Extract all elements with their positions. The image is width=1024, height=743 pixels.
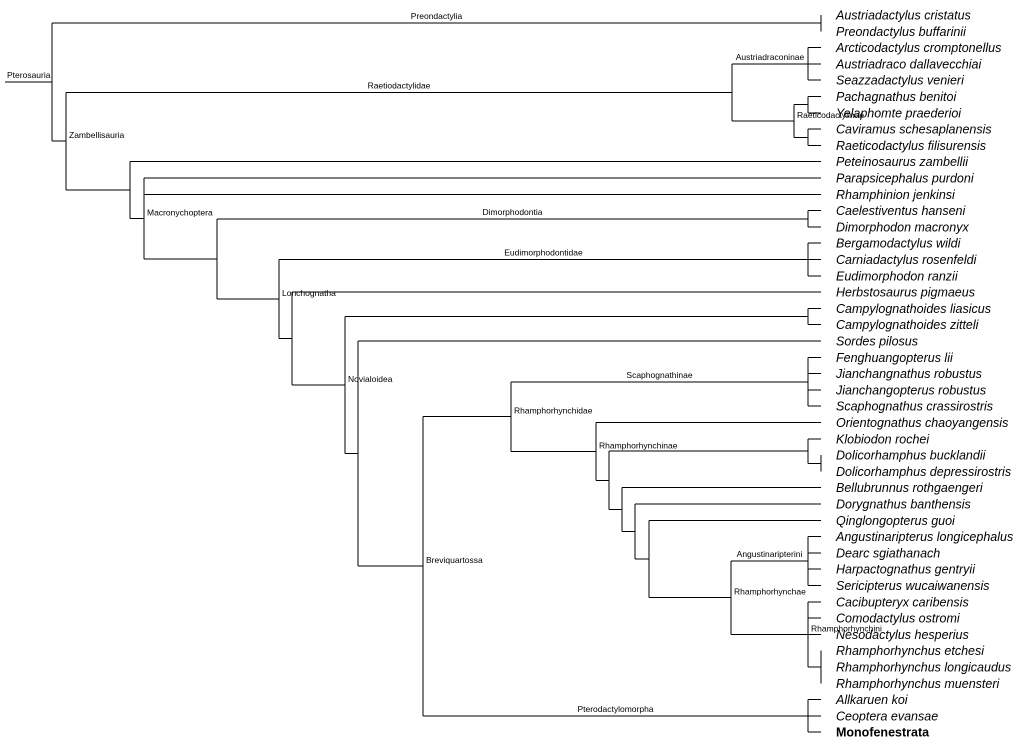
clade-label-root: Pterosauria (7, 70, 51, 80)
taxon-label: Rhamphorhynchus longicaudus (836, 661, 1011, 675)
clade-label-scaphognathinae: Scaphognathinae (626, 370, 692, 380)
tree-branches (5, 15, 822, 733)
taxon-label: Qinglongopterus guoi (836, 514, 956, 528)
taxon-label: Ceoptera evansae (836, 709, 938, 723)
taxon-label: Harpactognathus gentryii (836, 563, 976, 577)
taxon-label: Bellubrunnus rothgaengeri (836, 481, 984, 495)
taxon-label: Jianchangopterus robustus (835, 383, 986, 397)
taxon-label: Sericipterus wucaiwanensis (836, 579, 990, 593)
taxon-label: Cacibupteryx caribensis (836, 595, 969, 609)
clade-label-lonchognatha: Lonchognatha (282, 288, 336, 298)
clade-label-rhamphorhynchinae: Rhamphorhynchinae (599, 440, 678, 450)
clade-label-breviquartossa: Breviquartossa (426, 555, 483, 565)
clade-label-novialoidea: Novialoidea (348, 374, 393, 384)
taxon-label: Rhamphinion jenkinsi (836, 188, 956, 202)
taxon-label: Comodactylus ostromi (836, 612, 961, 626)
taxon-label: Preondactylus buffarinii (836, 25, 967, 39)
taxon-label: Fenghuangopterus lii (836, 351, 954, 365)
taxon-label: Sordes pilosus (836, 335, 918, 349)
taxon-label: Dearc sgiathanach (836, 546, 940, 560)
taxon-label: Allkaruen koi (835, 693, 909, 707)
clade-label-austriadraconinae: Austriadraconinae (736, 52, 805, 62)
taxon-label: Nesodactylus hesperius (836, 628, 969, 642)
taxon-label: Carniadactylus rosenfeldi (836, 253, 978, 267)
clade-label-angustinaripterini: Angustinaripterini (737, 549, 803, 559)
clade-label-eudimorphodontidae: Eudimorphodontidae (504, 248, 583, 258)
clade-label-pterodactylomorpha: Pterodactylomorpha (577, 704, 653, 714)
taxon-label: Klobiodon rochei (836, 432, 930, 446)
taxon-label: Seazzadactylus venieri (836, 74, 965, 88)
clade-label-zambellisauria: Zambellisauria (69, 130, 125, 140)
taxon-label: Herbstosaurus pigmaeus (836, 286, 975, 300)
taxon-label: Peteinosaurus zambellii (836, 155, 969, 169)
clade-label-raetiodactylidae: Raetiodactylidae (368, 80, 431, 90)
taxon-label: Arcticodactylus cromptonellus (835, 41, 1001, 55)
clade-label-rhamphorhynchini: Rhamphorhynchini (811, 623, 882, 633)
taxon-label: Parapsicephalus purdoni (836, 172, 975, 186)
taxon-label: Dolicorhamphus bucklandii (836, 449, 987, 463)
taxon-label: Bergamodactylus wildi (836, 237, 962, 251)
taxon-label: Rhamphorhynchus muensteri (836, 677, 1000, 691)
clade-label-raeticodactylinae: Raeticodactylinae (797, 110, 864, 120)
taxon-label: Pachagnathus benitoi (836, 90, 957, 104)
taxon-label: Dimorphodon macronyx (836, 220, 969, 234)
taxon-label: Austriadraco dallavecchiai (835, 57, 982, 71)
taxon-label: Monofenestrata (836, 726, 930, 740)
clade-label-macronychoptera: Macronychoptera (147, 207, 213, 217)
taxon-label: Caelestiventus hanseni (836, 204, 966, 218)
taxon-label: Campylognathoides zitteli (836, 318, 980, 332)
clade-label-preondactylia: Preondactylia (411, 11, 463, 21)
taxon-label: Dolicorhamphus depressirostris (836, 465, 1011, 479)
taxon-label: Raeticodactylus filisurensis (836, 139, 986, 153)
taxon-label: Jianchangnathus robustus (835, 367, 982, 381)
taxon-label: Orientognathus chaoyangensis (836, 416, 1008, 430)
clade-label-rhamphorhynchidae: Rhamphorhynchidae (514, 406, 593, 416)
taxon-label: Rhamphorhynchus etchesi (836, 644, 985, 658)
taxon-label: Campylognathoides liasicus (836, 302, 991, 316)
clade-label-dimorphodontia: Dimorphodontia (482, 207, 542, 217)
clade-label-rhamphorhynchae: Rhamphorhynchae (734, 587, 806, 597)
taxon-label: Scaphognathus crassirostris (836, 400, 993, 414)
taxon-label: Austriadactylus cristatus (835, 9, 971, 23)
taxon-label: Eudimorphodon ranzii (836, 269, 959, 283)
taxon-label: Yelaphomte praederioi (836, 106, 962, 120)
taxon-label: Caviramus schesaplanensis (836, 123, 992, 137)
taxon-label: Dorygnathus banthensis (836, 498, 971, 512)
taxon-label: Angustinaripterus longicephalus (835, 530, 1013, 544)
